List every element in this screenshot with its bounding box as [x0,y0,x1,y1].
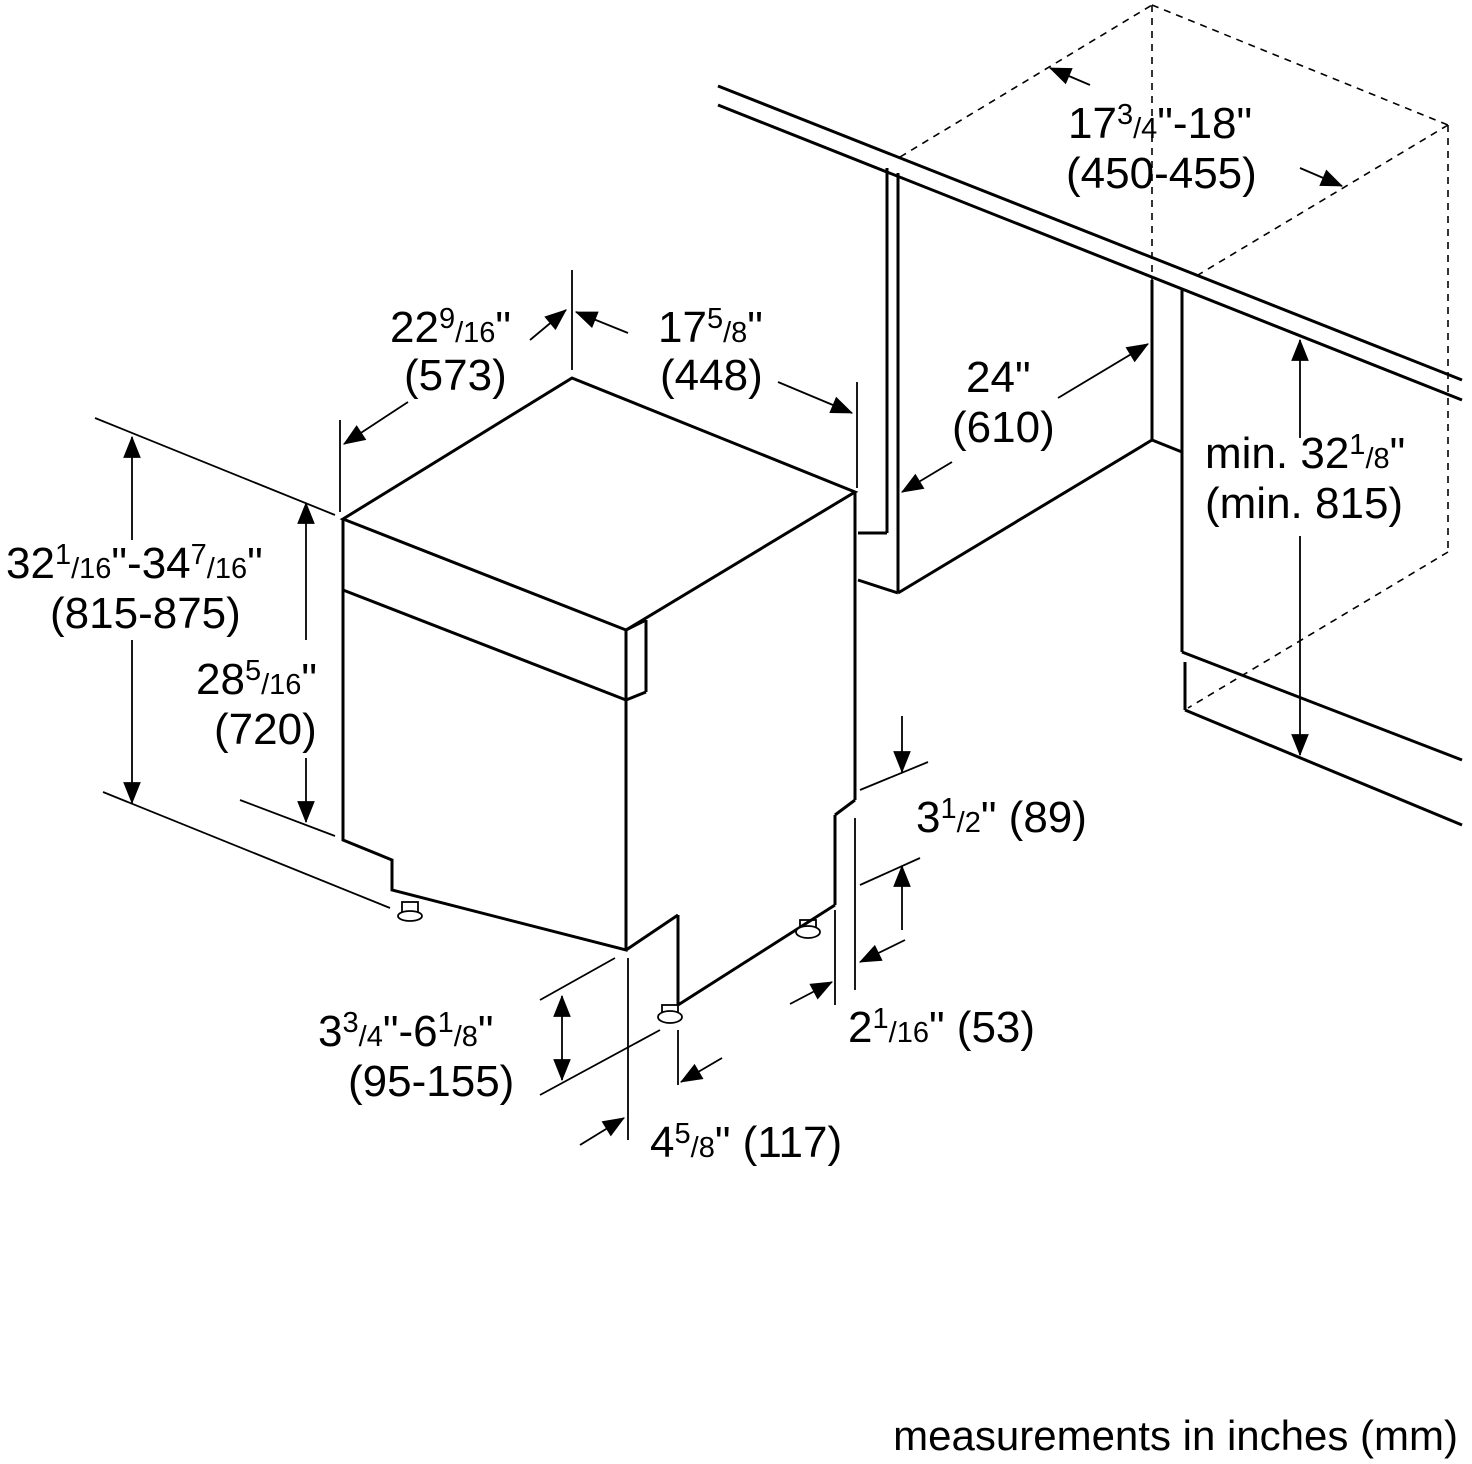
extension-lines [94,270,929,1140]
label-width: 175/8" (448) [658,303,763,400]
label-door-height: 285/16" (720) [196,655,317,754]
svg-text:(720): (720) [214,705,317,754]
dishwasher-body [339,376,859,1024]
svg-text:(95-155): (95-155) [348,1057,514,1106]
svg-text:21/16" (53): 21/16" (53) [848,1003,1035,1052]
label-toe-kick-depth: 21/16" (53) [848,1003,1035,1052]
label-foot-setback: 45/8" (117) [650,1118,842,1167]
svg-text:24": 24" [966,353,1031,402]
svg-text:285/16": 285/16" [196,655,317,704]
footnote-units: measurements in inches (mm) [893,1412,1458,1459]
label-cabinet-depth: 24" (610) [952,353,1055,452]
svg-text:(610): (610) [952,403,1055,452]
svg-text:175/8": 175/8" [658,303,763,352]
cabinet-niche [717,4,1463,827]
label-overall-height: 321/16"-347/16" (815-875) [6,539,263,638]
dimension-arrows [123,67,1344,1146]
label-top-clearance: 173/4"-18" (450-455) [1066,99,1257,198]
svg-text:33/4"-61/8": 33/4"-61/8" [318,1007,494,1056]
svg-text:(450-455): (450-455) [1066,149,1257,198]
svg-text:31/2" (89): 31/2" (89) [916,793,1087,842]
label-depth: 229/16" (573) [390,303,511,400]
svg-text:(min. 815): (min. 815) [1205,479,1403,528]
label-toe-kick-height: 31/2" (89) [916,793,1087,842]
svg-text:min. 321/8": min. 321/8" [1205,429,1405,478]
svg-text:(573): (573) [404,351,507,400]
label-foot-adjust: 33/4"-61/8" (95-155) [318,1007,514,1106]
svg-text:(448): (448) [660,351,763,400]
svg-text:(815-875): (815-875) [50,589,241,638]
svg-text:229/16": 229/16" [390,303,511,352]
svg-text:321/16"-347/16": 321/16"-347/16" [6,539,263,588]
label-opening-height: min. 321/8" (min. 815) [1205,429,1405,528]
svg-text:173/4"-18": 173/4"-18" [1068,99,1252,148]
svg-text:45/8" (117): 45/8" (117) [650,1118,842,1167]
